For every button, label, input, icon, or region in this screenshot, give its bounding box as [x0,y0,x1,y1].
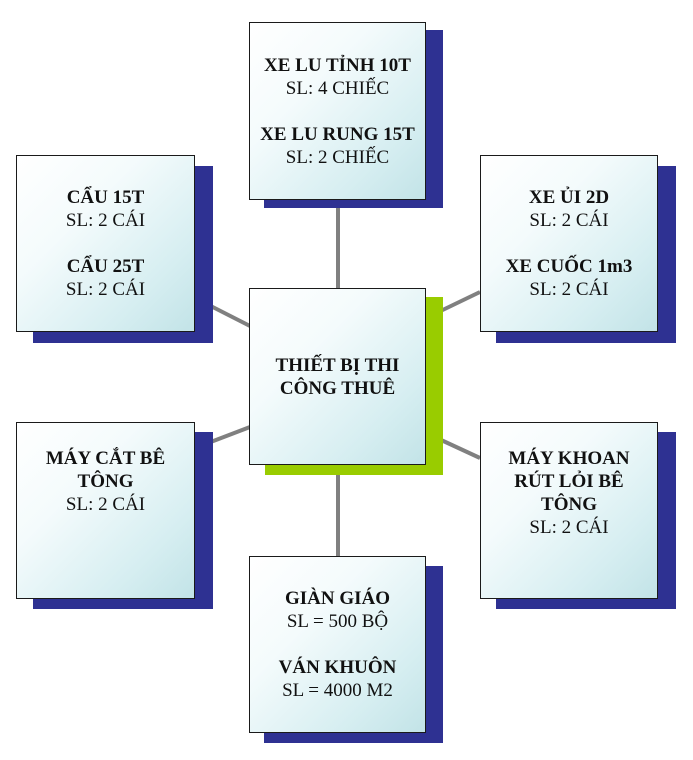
top-node-box: XE LU TỈNH 10T SL: 4 CHIẾC XE LU RUNG 15… [249,22,426,200]
top-left-item1-qty: SL: 2 CÁI [65,210,146,231]
bottom-right-title-line2: RÚT LỎI BÊ [514,471,624,492]
bottom-item2-qty: SL = 4000 M2 [282,680,393,701]
bottom-item2-title: VÁN KHUÔN [278,657,397,678]
bottom-left-qty: SL: 2 CÁI [65,494,146,515]
top-item2-title: XE LU RUNG 15T [260,123,415,145]
bottom-right-node-box: MÁY KHOAN RÚT LỎI BÊ TÔNG SL: 2 CÁI [480,422,658,599]
top-item2-qty: SL: 2 CHIẾC [285,146,390,168]
top-left-node-box: CẨU 15T SL: 2 CÁI CẨU 25T SL: 2 CÁI [16,155,195,332]
top-item1-title: XE LU TỈNH 10T [264,54,411,76]
top-left-item1-title: CẨU 15T [66,187,145,208]
bottom-left-title-line2: TÔNG [77,471,134,492]
bottom-right-title-line3: TÔNG [541,494,597,515]
bottom-node-box: GIÀN GIÁO SL = 500 BỘ VÁN KHUÔN SL = 400… [249,556,426,733]
top-right-item2-title: XE CUỐC 1m3 [505,256,633,277]
top-right-item2-qty: SL: 2 CÁI [529,279,609,300]
top-item1-qty: SL: 4 CHIẾC [285,77,390,99]
center-title-line1: THIẾT BỊ THI [275,354,400,376]
center-node-box: THIẾT BỊ THI CÔNG THUÊ [249,288,426,465]
top-left-item2-title: CẨU 25T [66,256,145,277]
bottom-item1-title: GIÀN GIÁO [284,588,391,609]
center-title-line2: CÔNG THUÊ [279,377,396,399]
bottom-left-node-box: MÁY CẮT BÊ TÔNG SL: 2 CÁI [16,422,195,599]
bottom-left-title-line1: MÁY CẮT BÊ [45,448,166,469]
top-right-item1-qty: SL: 2 CÁI [529,210,609,231]
top-left-item2-qty: SL: 2 CÁI [65,279,146,300]
top-right-node-box: XE ỦI 2D SL: 2 CÁI XE CUỐC 1m3 SL: 2 CÁI [480,155,658,332]
top-right-item1-title: XE ỦI 2D [528,187,610,208]
bottom-right-title-line1: MÁY KHOAN [508,448,630,469]
bottom-item1-qty: SL = 500 BỘ [286,611,389,632]
bottom-right-qty: SL: 2 CÁI [529,517,609,538]
